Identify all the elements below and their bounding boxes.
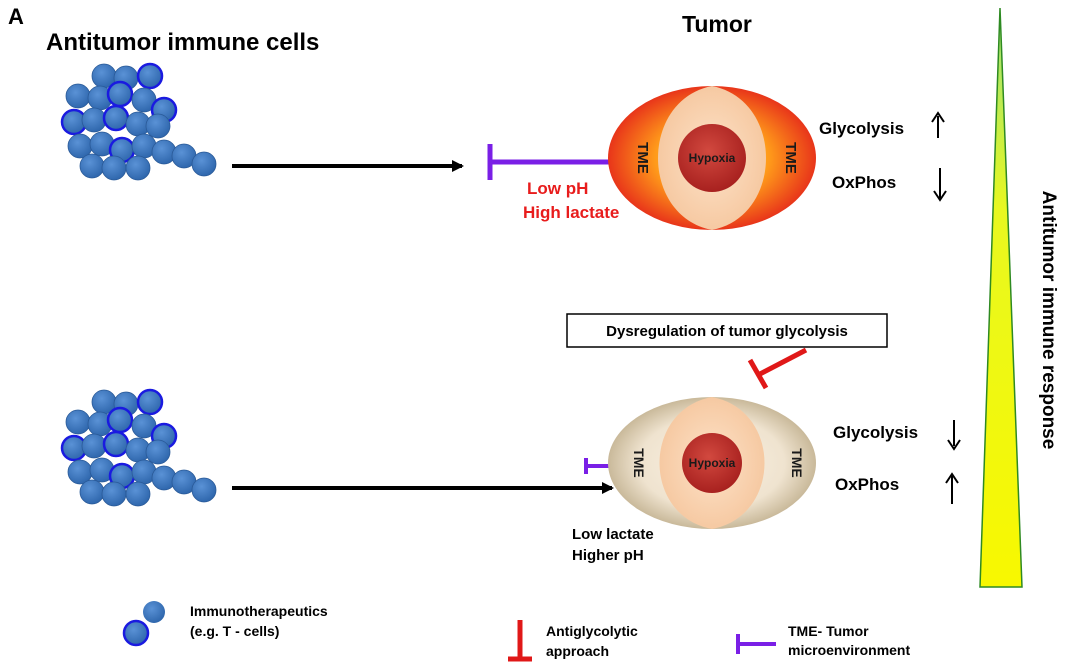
glycolysis-label-top: Glycolysis (819, 119, 904, 138)
immune-cell (81, 433, 107, 459)
immune-cell (145, 439, 171, 465)
immune-cell-cluster-bottom (60, 388, 217, 507)
hypoxia-core-top (678, 124, 746, 192)
legend-tme-label-1: TME- Tumor (788, 623, 869, 639)
immune-cell (102, 430, 130, 458)
immune-cell (79, 153, 105, 179)
immune-cell (106, 406, 134, 434)
immune-cell (136, 62, 164, 90)
immune-cell (101, 155, 127, 181)
response-gradient-triangle (979, 7, 1023, 588)
up-arrow-icon-oxphos-bottom (945, 472, 959, 504)
response-axis-label: Antitumor immune response (1038, 191, 1059, 450)
intervention-label: Dysregulation of tumor glycolysis (606, 323, 848, 340)
immune-cell-cluster-top (60, 62, 217, 181)
intervention-box (566, 313, 888, 348)
tumor-core-label-bottom: Hypoxia (689, 456, 736, 470)
tme-inhibit-symbol-bottom (584, 458, 612, 474)
immune-cell (191, 477, 217, 503)
immune-cell (191, 151, 217, 177)
tumor-bottom (608, 397, 816, 529)
up-arrow-icon-glycolysis-top (931, 111, 945, 138)
hypoxia-core-bottom (682, 433, 742, 493)
legend-antiglycolytic-label-2: approach (546, 643, 609, 659)
legend-cells-label-2: (e.g. T - cells) (190, 623, 279, 639)
immune-cell (102, 104, 130, 132)
legend-cells-label-1: Immunotherapeutics (190, 603, 328, 619)
tme-label-bottom-right: TME (789, 448, 805, 478)
oxphos-label-bottom: OxPhos (835, 475, 899, 494)
antiglycolytic-inhibit-symbol (747, 347, 808, 390)
panel-label: A (8, 4, 24, 29)
tme-label-top-right: TME (782, 142, 799, 174)
oxphos-label-top: OxPhos (832, 173, 896, 192)
immune-cell (136, 388, 164, 416)
tme-label-bottom-left: TME (631, 448, 647, 478)
tme-inhibit-symbol-top (487, 144, 612, 180)
immune-cell (81, 107, 107, 133)
env-label-top-1: Low pH (527, 179, 588, 198)
env-label-top-2: High lactate (523, 203, 619, 222)
legend-tme-label-2: microenvironment (788, 642, 910, 658)
immune-cell (65, 83, 91, 109)
cells-heading: Antitumor immune cells (46, 29, 319, 56)
legend-cells-icon (122, 601, 165, 647)
immune-cell (79, 479, 105, 505)
legend-antiglycolytic-label-1: Antiglycolytic (546, 623, 638, 639)
down-arrow-icon-oxphos-top (933, 168, 947, 202)
legend-tme-icon (736, 634, 776, 654)
tme-label-top-left: TME (634, 142, 651, 174)
tumor-core-label-top: Hypoxia (689, 151, 736, 165)
env-label-bottom-1: Low lactate (572, 526, 654, 543)
tumor-heading: Tumor (682, 11, 752, 37)
immune-cell (106, 80, 134, 108)
legend-antiglycolytic-icon (508, 620, 532, 662)
immune-cell (125, 155, 151, 181)
glycolysis-label-bottom: Glycolysis (833, 423, 918, 442)
down-arrow-icon-glycolysis-bottom (947, 420, 961, 451)
immune-cell (145, 113, 171, 139)
immune-cell (101, 481, 127, 507)
immune-cell (65, 409, 91, 435)
tumor-top (608, 86, 816, 230)
immune-cell (125, 481, 151, 507)
env-label-bottom-2: Higher pH (572, 547, 644, 564)
